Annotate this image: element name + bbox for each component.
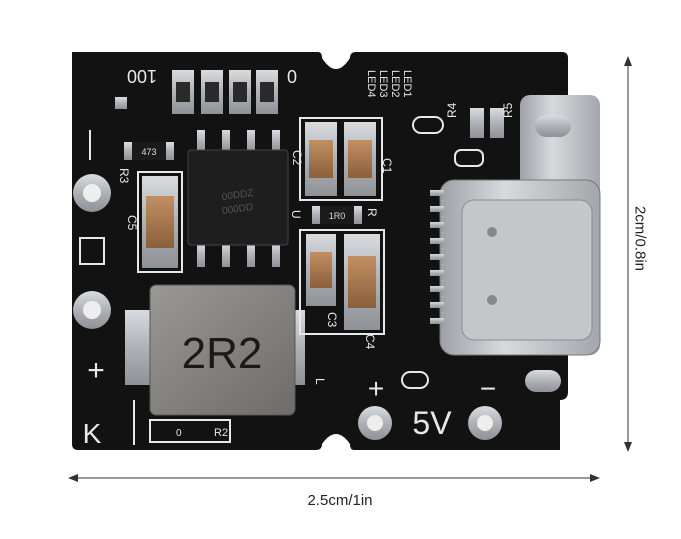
usb-c-connector[interactable]: [430, 95, 601, 392]
cap-l-label: L: [313, 378, 327, 385]
ic-marking-2: 000DD: [221, 202, 253, 217]
led3-label: LED3: [377, 70, 389, 98]
resistor-r-label: R: [365, 208, 379, 217]
height-dimension-label: 2cm/0.8in: [631, 205, 649, 272]
resistor-1r0-label: 1R0: [329, 211, 346, 221]
cap-c4-label: C4: [363, 334, 377, 350]
ic-marking-1: 00DDZ: [221, 188, 254, 203]
resistor-r2-label: R2: [214, 427, 228, 439]
dimension-height-line: [624, 56, 632, 452]
resistor-1r0: 1R0: [312, 206, 362, 224]
capacitors-c1-c2: [305, 122, 376, 196]
output-plus-label: +: [368, 373, 384, 404]
cap-c1-label: C1: [380, 158, 394, 174]
cap-c5-label: C5: [125, 215, 139, 231]
inductor-2r2: 2R2: [125, 284, 305, 416]
resistor-r3-label: R3: [117, 168, 131, 184]
resistor-r5-label: R5: [501, 102, 515, 118]
silkscreen-outlines: [89, 117, 385, 445]
cap-c2-label: C2: [290, 150, 304, 166]
led-zero-label: 0: [287, 66, 297, 86]
resistors-r4-r5: [470, 108, 504, 138]
capacitors-c3-c4: [306, 234, 380, 330]
main-ic: 00DDZ 000DD: [187, 130, 289, 267]
resistor-r4-label: R4: [445, 102, 459, 118]
led1-label: LED1: [401, 70, 413, 98]
led-pads: [172, 70, 278, 114]
ic-u-label: U: [289, 210, 303, 219]
output-voltage-label: 5V: [412, 405, 452, 441]
cap-c3-label: C3: [325, 312, 339, 328]
plus-left-label: +: [87, 354, 105, 387]
led4-label: LED4: [365, 70, 377, 98]
small-pad: [115, 97, 127, 109]
led2-label: LED2: [389, 70, 401, 98]
width-dimension-label: 2.5cm/1in: [307, 492, 373, 509]
left-solder-pads: [73, 174, 111, 329]
dimension-width-line: [68, 474, 600, 482]
k-label: K: [83, 418, 102, 449]
resistor-r2-value: 0: [176, 428, 182, 439]
led-value-label: 100: [127, 66, 157, 86]
resistor-r3-value: 473: [141, 147, 156, 157]
output-pads: [358, 116, 502, 440]
capacitor-c5: [142, 176, 178, 268]
output-minus-label: −: [480, 373, 496, 404]
inductor-marking: 2R2: [182, 329, 263, 378]
resistor-473: 473: [124, 142, 174, 160]
